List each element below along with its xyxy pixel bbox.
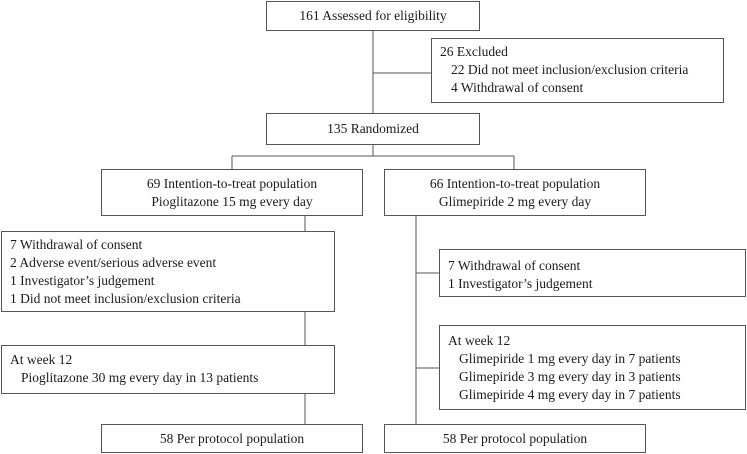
left-withdrawal-item: 2 Adverse event/serious adverse event — [10, 255, 217, 270]
right-itt-label: 66 Intention-to-treat population — [429, 176, 601, 191]
right-week12-box: At week 12 Glimepiride 1 mg every day in… — [439, 325, 746, 410]
excluded-item: 22 Did not meet inclusion/exclusion crit… — [451, 62, 689, 77]
left-withdrawal-item: 7 Withdrawal of consent — [10, 237, 143, 252]
assessed-label: 161 Assessed for eligibility — [299, 8, 447, 23]
randomized-box: 135 Randomized — [266, 113, 480, 145]
right-itt-box: 66 Intention-to-treat population Glimepi… — [384, 169, 646, 216]
left-treatment-label: Pioglitazone 15 mg every day — [151, 194, 313, 209]
left-withdrawal-box: 7 Withdrawal of consent 2 Adverse event/… — [1, 231, 335, 312]
left-week12-box: At week 12 Pioglitazone 30 mg every day … — [1, 345, 335, 394]
right-week12-title: At week 12 — [448, 333, 511, 348]
right-withdrawal-box: 7 Withdrawal of consent 1 Investigator’s… — [439, 249, 746, 297]
right-per-protocol-box: 58 Per protocol population — [384, 424, 646, 453]
left-week12-item: Pioglitazone 30 mg every day in 13 patie… — [21, 370, 259, 385]
left-withdrawal-item: 1 Did not meet inclusion/exclusion crite… — [10, 291, 241, 306]
right-week12-item: Glimepiride 3 mg every day in 3 patients — [459, 369, 681, 384]
excluded-box: 26 Excluded 22 Did not meet inclusion/ex… — [431, 38, 724, 103]
right-week12-item: Glimepiride 1 mg every day in 7 patients — [459, 351, 681, 366]
excluded-title: 26 Excluded — [440, 44, 508, 59]
right-per-protocol-label: 58 Per protocol population — [442, 431, 588, 446]
right-treatment-label: Glimepiride 2 mg every day — [438, 194, 592, 209]
assessed-box: 161 Assessed for eligibility — [266, 1, 480, 31]
left-per-protocol-box: 58 Per protocol population — [101, 424, 363, 453]
left-per-protocol-label: 58 Per protocol population — [159, 431, 305, 446]
left-itt-box: 69 Intention-to-treat population Pioglit… — [101, 169, 363, 216]
right-withdrawal-item: 7 Withdrawal of consent — [448, 258, 581, 273]
randomized-label: 135 Randomized — [327, 121, 419, 136]
excluded-item: 4 Withdrawal of consent — [451, 80, 584, 95]
left-itt-label: 69 Intention-to-treat population — [146, 176, 318, 191]
left-withdrawal-item: 1 Investigator’s judgement — [10, 273, 155, 288]
left-week12-title: At week 12 — [10, 352, 73, 367]
right-withdrawal-item: 1 Investigator’s judgement — [448, 276, 593, 291]
right-week12-item: Glimepiride 4 mg every day in 7 patients — [459, 387, 681, 402]
